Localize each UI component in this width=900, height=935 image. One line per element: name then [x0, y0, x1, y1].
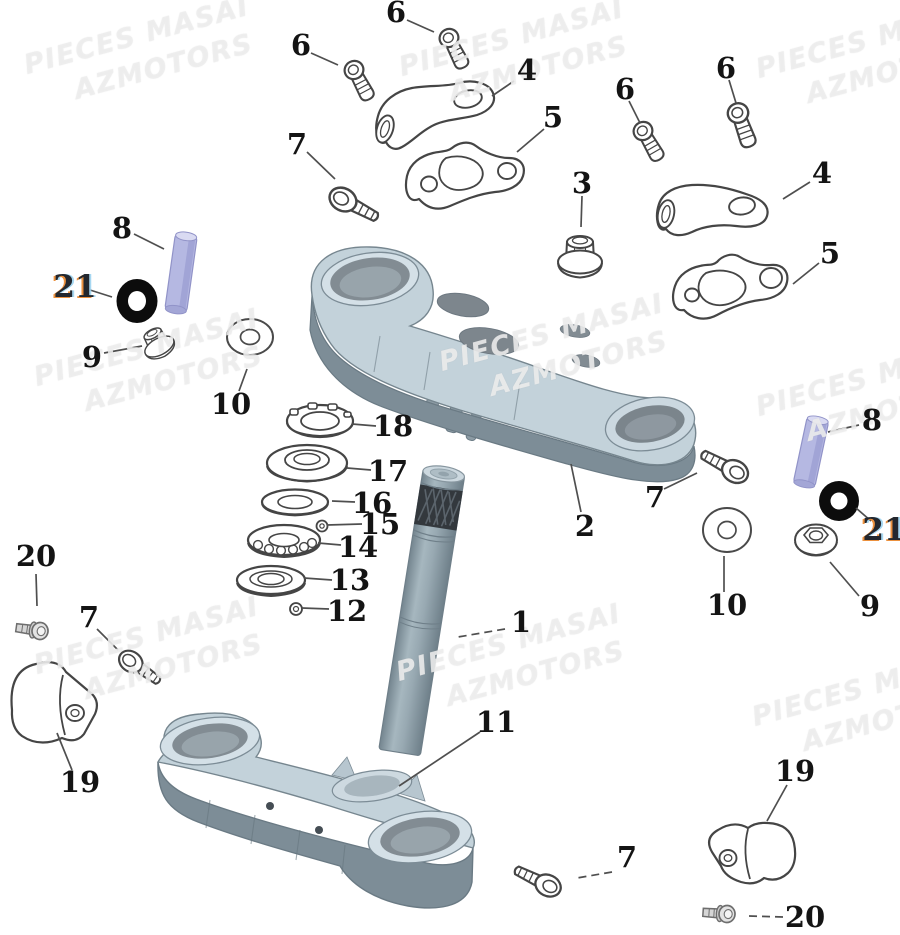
leader-line-steering-stem-base — [398, 731, 481, 787]
leader-line-clamp-screw — [35, 573, 38, 607]
callout-stem-pin: 8 — [111, 211, 133, 245]
callout-stem-pin: 8 — [861, 403, 883, 437]
leader-line-flange-bolt — [663, 472, 698, 490]
leader-line-handlebar-clamp-upper — [491, 80, 515, 97]
callout-cable-clamp: 19 — [59, 765, 101, 799]
leader-line-handlebar-clamp-bolt — [728, 79, 737, 104]
leader-line-handlebar-clamp-lower — [516, 128, 545, 153]
steering-stem — [378, 465, 466, 756]
leader-line-dust-seal — [346, 467, 372, 471]
leader-lines — [35, 19, 872, 918]
flange-nut — [794, 523, 838, 557]
leader-line-flange-bolt — [306, 151, 336, 180]
callout-steel-ball: 12 — [326, 594, 368, 628]
callout-handlebar-clamp-bolt: 6 — [385, 0, 407, 29]
callout-steering-stem-base: 11 — [475, 705, 517, 739]
o-ring — [819, 481, 859, 521]
leader-line-handlebar-clamp-bolt — [406, 19, 435, 33]
cable-clamp — [10, 661, 99, 744]
leader-line-bearing-adjust-nut — [351, 423, 377, 427]
callout-handlebar-clamp-upper: 4 — [516, 53, 538, 87]
leader-line-handlebar-clamp-upper — [782, 181, 811, 200]
o-ring — [116, 279, 158, 323]
leader-line-o-ring — [89, 289, 113, 298]
callout-lower-bearing-race: 13 — [329, 563, 371, 597]
lower-bearing-race — [235, 564, 307, 598]
stem-boss — [331, 769, 413, 803]
callout-cable-clamp: 19 — [774, 754, 816, 788]
callout-steering-stem: 1 — [510, 605, 532, 639]
leader-line-flange-nut — [103, 345, 143, 354]
callout-steel-ball: 15 — [359, 507, 401, 541]
callout-bearing: 14 — [337, 530, 379, 564]
leader-line-cable-clamp — [766, 784, 788, 822]
callout-washer: 10 — [706, 588, 748, 622]
callout-flange-bolt: 7 — [644, 480, 666, 514]
steel-ball-upper — [315, 519, 329, 533]
washer — [226, 318, 274, 356]
handlebar-clamp-lower-right — [672, 253, 789, 320]
leader-line-steering-stem — [457, 628, 506, 638]
callout-flange-bolt: 7 — [78, 600, 100, 634]
leader-line-washer — [238, 368, 248, 392]
callout-bearing-adjust-nut: 18 — [372, 409, 414, 443]
callout-o-ring: 21 — [862, 512, 900, 548]
upper-bearing-race — [260, 488, 330, 517]
callout-flange-bolt: 7 — [286, 127, 308, 161]
leader-line-handlebar-clamp-lower — [792, 262, 820, 285]
leader-line-flange-nut — [829, 561, 860, 597]
handlebar-clamp-lower-left — [404, 141, 525, 210]
callout-steering-stem-nut: 3 — [571, 166, 593, 200]
callout-handlebar-clamp-bolt: 6 — [290, 28, 312, 62]
callout-handlebar-clamp-upper: 4 — [811, 156, 833, 190]
callout-upper-bearing-race: 16 — [351, 486, 393, 520]
dust-seal — [265, 443, 349, 483]
callout-flange-nut: 9 — [81, 340, 103, 374]
callout-handlebar-clamp-lower: 5 — [542, 100, 564, 134]
bearing-adjust-nut — [285, 402, 355, 439]
steel-ball-lower — [289, 602, 303, 616]
bearing — [246, 523, 322, 559]
leader-line-stem-pin — [827, 424, 860, 433]
cable-clamp — [707, 821, 797, 885]
handlebar-clamp-upper-left — [375, 80, 496, 150]
leader-line-clamp-screw — [747, 915, 784, 918]
leader-line-bearing — [317, 542, 342, 546]
upper-triple-clamp — [309, 246, 697, 483]
lower-triple-clamp — [156, 712, 475, 909]
leader-line-lower-bearing-race — [303, 577, 333, 581]
leader-line-flange-bolt — [576, 871, 613, 879]
callout-flange-bolt: 7 — [616, 840, 638, 874]
leader-line-handlebar-clamp-bolt — [628, 100, 641, 124]
leader-line-flange-bolt — [96, 628, 119, 651]
leader-line-cable-clamp — [56, 732, 73, 771]
callout-upper-triple-clamp: 2 — [574, 509, 596, 543]
leader-line-o-ring — [855, 507, 872, 522]
callout-clamp-screw: 20 — [15, 539, 57, 573]
washer — [702, 507, 752, 553]
callout-flange-nut: 9 — [859, 589, 881, 623]
callout-handlebar-clamp-lower: 5 — [819, 236, 841, 270]
callout-handlebar-clamp-bolt: 6 — [614, 72, 636, 106]
handlebar-clamp-upper-right — [655, 183, 769, 237]
callout-clamp-screw: 20 — [784, 900, 826, 934]
callout-washer: 10 — [210, 387, 252, 421]
leader-line-upper-triple-clamp — [570, 463, 582, 513]
callout-o-ring: 21 — [53, 269, 97, 305]
leader-line-upper-bearing-race — [331, 500, 356, 503]
leader-line-steering-stem-nut — [580, 195, 583, 228]
leader-line-handlebar-clamp-bolt — [310, 52, 339, 66]
leader-line-steel-ball — [326, 523, 363, 526]
callout-handlebar-clamp-bolt: 6 — [715, 51, 737, 85]
leader-line-stem-pin — [133, 233, 165, 250]
leader-line-steel-ball — [301, 607, 330, 610]
callout-dust-seal: 17 — [367, 454, 409, 488]
